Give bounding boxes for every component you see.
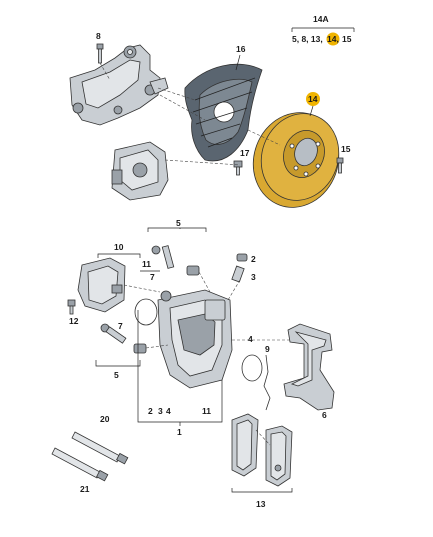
label-14-highlight [306, 92, 320, 106]
brake-disc-14 [252, 112, 340, 208]
kit-items-b: 14, [327, 34, 339, 44]
grease-tube-20 [71, 431, 129, 465]
wheel-hub-knuckle [69, 44, 169, 126]
label-15: 15 [341, 144, 351, 154]
label-4: 4 [248, 334, 253, 344]
label-11-small: 11 [142, 259, 151, 269]
label-8: 8 [96, 31, 101, 41]
label-5-bottom: 5 [114, 370, 119, 380]
label-3-top: 3 [251, 272, 256, 282]
label-1: 1 [177, 427, 182, 437]
label-7-bottom: 7 [118, 321, 123, 331]
guide-pin-bottom [100, 323, 147, 354]
label-16: 16 [236, 44, 246, 54]
kit-items-a: 5, 8, 13, [292, 34, 323, 44]
label-11-bottom: 11 [202, 406, 211, 416]
guide-pin-top [151, 245, 200, 276]
label-3-bottom: 3 [158, 406, 163, 416]
leader-lines-top [99, 62, 281, 166]
brake-pads-13 [231, 413, 293, 487]
label-12: 12 [69, 316, 79, 326]
label-17: 17 [240, 148, 250, 158]
dust-shield-16 [184, 63, 263, 162]
label-14a: 14A [313, 14, 329, 24]
leader-lines-bottom [123, 271, 290, 446]
bolt-8 [96, 43, 104, 64]
label-7-top: 7 [150, 272, 155, 282]
label-9: 9 [265, 344, 270, 354]
label-2-bottom: 2 [148, 406, 153, 416]
kit-14a-legend: 14A 5, 8, 13, 14, 15 [291, 14, 355, 46]
bleed-screw-2 [231, 253, 248, 283]
label-13: 13 [256, 499, 266, 509]
label-10: 10 [114, 242, 124, 252]
caliper-group-bracket-1: 2 3 4 11 1 [137, 406, 223, 437]
label-4-bottom: 4 [166, 406, 171, 416]
label-21: 21 [80, 484, 90, 494]
carrier-bracket-6 [283, 323, 335, 411]
caliper-small [111, 141, 169, 201]
electric-parking-motor [77, 257, 126, 313]
bolt-17 [233, 160, 243, 176]
brake-caliper-main [157, 289, 233, 389]
screw-15 [336, 157, 344, 174]
kit-items-c: 15 [342, 34, 352, 44]
label-2-top: 2 [251, 254, 256, 264]
kit-item-14-highlight [326, 32, 340, 46]
screw-12 [67, 299, 76, 315]
grease-tube-21 [51, 447, 109, 482]
label-14: 14 [308, 94, 318, 104]
label-6: 6 [322, 410, 327, 420]
label-5-top: 5 [176, 218, 181, 228]
label-20: 20 [100, 414, 110, 424]
